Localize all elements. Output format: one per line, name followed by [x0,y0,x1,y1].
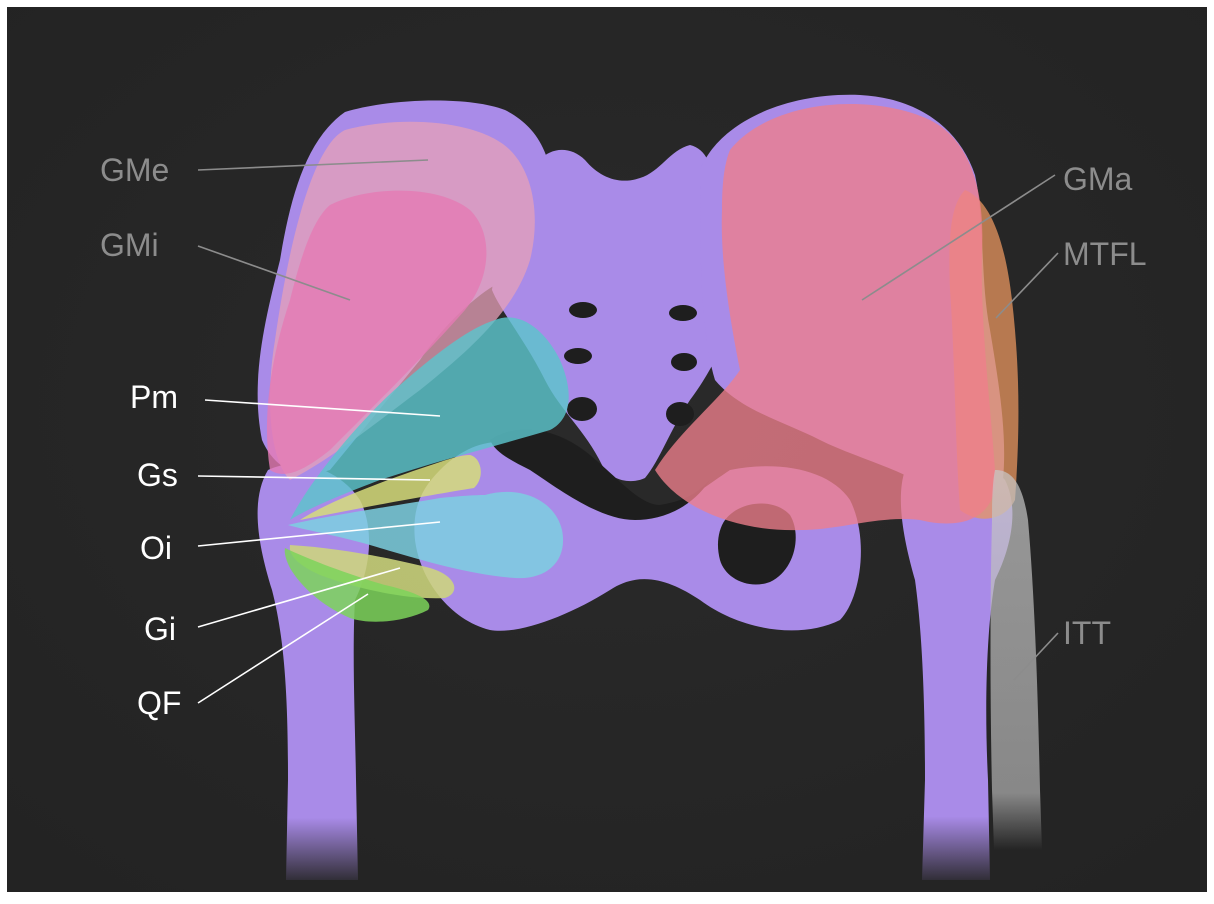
label-gs: Gs [137,457,178,493]
label-qf: QF [137,685,181,721]
label-mtfl: MTFL [1063,236,1147,272]
label-gmi: GMi [100,227,159,263]
label-itt: ITT [1063,615,1111,651]
label-oi: Oi [140,530,172,566]
label-gi: Gi [144,611,176,647]
label-gme: GMe [100,152,169,188]
label-pm: Pm [130,379,178,415]
label-gma: GMa [1063,161,1133,197]
